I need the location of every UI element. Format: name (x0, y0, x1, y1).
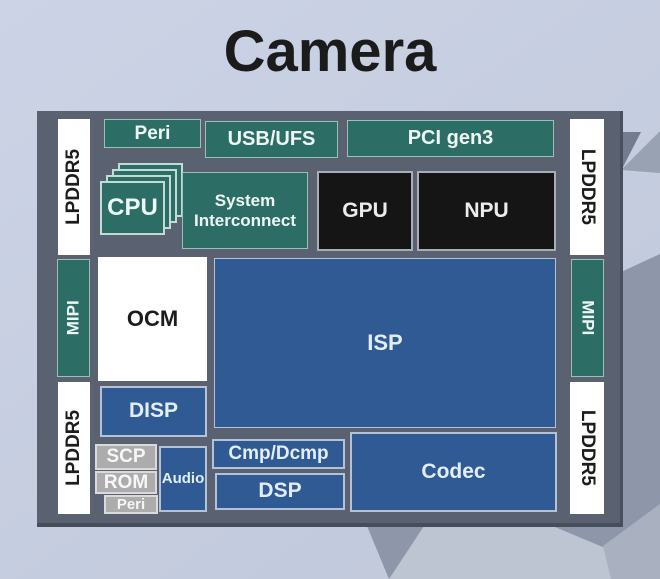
arrow-shape-wedge (362, 514, 432, 579)
block-label: Peri (134, 122, 171, 144)
arrow-shape-corner (603, 504, 660, 579)
block-cpu: CPU (100, 181, 165, 235)
block-label: DISP (128, 399, 178, 423)
block-system-interconnect: System Interconnect (182, 172, 308, 249)
block-lpddr5-right-bottom: LPDDR5 (570, 382, 604, 514)
block-label: LPDDR5 (63, 148, 85, 226)
block-mipi-right: MIPI (571, 259, 604, 377)
block-label: NPU (464, 198, 509, 222)
block-label: MIPI (578, 300, 598, 336)
arrow-shape-head (621, 131, 660, 173)
block-lpddr5-left-bottom: LPDDR5 (58, 382, 90, 514)
block-mipi-left: MIPI (57, 259, 90, 377)
block-cpu-stack: CPU (100, 163, 183, 235)
block-label: LPDDR5 (63, 409, 85, 487)
block-label: OCM (126, 306, 179, 332)
block-ocm: OCM (98, 257, 207, 381)
block-label: MIPI (63, 300, 83, 336)
block-label: System Interconnect (193, 190, 297, 230)
block-label: Cmp/Dcmp (228, 443, 329, 465)
block-cmp-dcmp: Cmp/Dcmp (212, 439, 345, 469)
block-label: Codec (421, 459, 486, 483)
block-label: Audio (161, 470, 205, 488)
block-peri-top: Peri (104, 119, 201, 148)
block-isp: ISP (214, 258, 556, 428)
block-peri-bottom: Peri (104, 495, 158, 514)
block-label: ISP (367, 330, 403, 356)
block-audio: Audio (159, 446, 207, 512)
block-lpddr5-left-top: LPDDR5 (58, 119, 90, 255)
block-label: Peri (116, 495, 146, 513)
block-label: CPU (107, 194, 158, 221)
block-dsp: DSP (215, 473, 345, 510)
soc-diagram: LPDDR5 MIPI LPDDR5 LPDDR5 MIPI LPDDR5 Pe… (37, 111, 623, 527)
block-disp: DISP (100, 386, 207, 437)
block-label: ROM (103, 471, 149, 493)
arrow-shape-notch (622, 132, 641, 169)
block-npu: NPU (417, 171, 556, 251)
block-label: USB/UFS (227, 128, 316, 150)
block-label: DSP (258, 479, 302, 503)
block-usb-ufs: USB/UFS (205, 121, 338, 158)
block-rom: ROM (95, 471, 157, 494)
block-label: GPU (342, 198, 388, 222)
block-lpddr5-right-top: LPDDR5 (570, 119, 604, 255)
block-label: LPDDR5 (576, 409, 598, 487)
block-label: PCI gen3 (407, 127, 494, 149)
block-label: SCP (106, 446, 146, 468)
arrow-shape-faint (389, 514, 660, 579)
block-codec: Codec (350, 432, 557, 512)
block-gpu: GPU (317, 171, 413, 251)
block-label: LPDDR5 (576, 148, 598, 226)
page-title: Camera (223, 19, 437, 84)
block-pci-gen3: PCI gen3 (347, 120, 554, 157)
block-scp: SCP (95, 444, 157, 470)
